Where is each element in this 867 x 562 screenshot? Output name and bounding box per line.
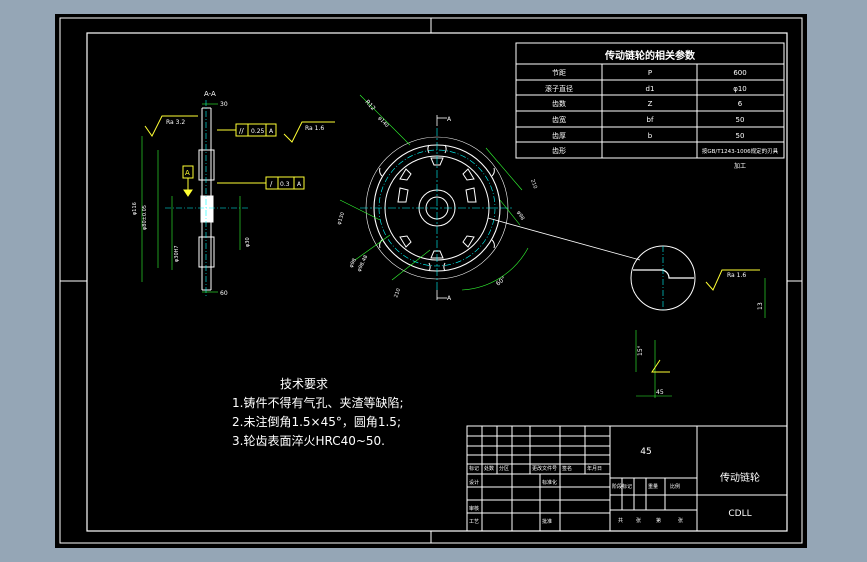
param-symbol: b <box>648 132 653 140</box>
tb-sheet: 共 <box>618 517 623 524</box>
param-symbol: P <box>648 69 652 77</box>
detail-leader <box>487 217 641 261</box>
title-block <box>466 425 788 532</box>
dim-root-dia: φ98 <box>348 258 358 269</box>
datum-symbol <box>182 165 194 197</box>
tol-parallel-value: 0.25 <box>251 128 265 135</box>
detail-depth: 13 <box>757 302 764 310</box>
tb-header: 标记 <box>469 465 479 472</box>
param-name: 节距 <box>552 69 566 77</box>
param-value: 6 <box>738 100 743 108</box>
param-rows: 节距 P 600 滚子直径 d1 φ10 齿数 Z 6 齿宽 bf 50 齿厚 … <box>545 69 779 155</box>
param-value: 50 <box>736 132 745 140</box>
dim-tip-radius: R12 <box>364 99 377 113</box>
dim-root-right: φ98 <box>515 210 525 221</box>
param-table-title: 传动链轮的相关参数 <box>604 49 696 62</box>
detail-angle: 15° <box>637 345 644 356</box>
tb-standardize: 标准化 <box>542 479 557 486</box>
dim-outer-dia: φ116 <box>132 202 138 215</box>
tb-sheet: 第 <box>656 517 661 524</box>
tb-process: 工艺 <box>469 519 479 525</box>
tb-review: 审核 <box>469 505 479 512</box>
dim-chord-left: 210 <box>393 288 402 299</box>
tolerance-frame-runout <box>217 176 305 190</box>
dim-angle: 60° <box>495 275 508 287</box>
section-mark-bottom: A <box>447 295 452 302</box>
drawing-code: CDLL <box>728 509 751 519</box>
roughness-right-label: Ra 1.6 <box>305 125 324 132</box>
dim-tip-dia: φ140 <box>377 115 390 129</box>
technical-requirements: 技术要求 1.铸件不得有气孔、夹渣等缺陷; 2.未注倒角1.5×45°，圆角1.… <box>232 375 404 451</box>
param-name: 齿形 <box>552 147 566 155</box>
param-name: 滚子直径 <box>545 84 573 93</box>
title-block-headers: 标记 处数 分区 更改文件号 签名 年月日 设计 标准化 审核 工艺 批准 阶段… <box>469 465 683 525</box>
tol-runout-value: 0.3 <box>280 181 290 188</box>
section-mark-top: A <box>447 116 452 123</box>
roughness-symbol-right <box>283 121 335 143</box>
inner-frame <box>86 32 788 532</box>
material-value: 45 <box>640 447 651 457</box>
tb-scale: 比例 <box>670 483 680 490</box>
section-view <box>198 107 215 291</box>
dim-shaft-dia: φ30 <box>245 237 251 247</box>
tech-req-item: 2.未注倒角1.5×45°，圆角1.5; <box>232 415 401 429</box>
param-value: φ10 <box>733 85 747 93</box>
tb-header: 更改文件号 <box>532 465 557 472</box>
param-table <box>515 42 785 159</box>
tol-parallel-symbol: // <box>239 127 244 135</box>
tolerance-frame-parallel <box>217 123 277 137</box>
tech-req-item: 1.铸件不得有气孔、夹渣等缺陷; <box>232 396 404 410</box>
param-symbol: Z <box>648 100 653 108</box>
dim-bottom-width: 60 <box>220 290 228 297</box>
param-name: 齿宽 <box>552 115 566 124</box>
param-value: 50 <box>736 116 745 124</box>
sprocket-front-view <box>360 115 514 300</box>
param-symbol: bf <box>647 116 654 124</box>
param-name: 齿数 <box>552 99 566 108</box>
roughness-face-label: Ra 3.2 <box>166 119 185 126</box>
dim-pitch-dia: φ98.48 <box>356 254 369 273</box>
tb-weight: 重量 <box>648 483 658 490</box>
tol-parallel-datum: A <box>269 128 274 135</box>
section-centerline <box>165 100 250 298</box>
dim-top-width: 30 <box>220 101 228 108</box>
detail-view <box>630 245 766 398</box>
tb-header: 签名 <box>562 465 572 472</box>
tol-runout-datum: A <box>297 181 302 188</box>
tb-stage: 阶段标记 <box>612 483 632 490</box>
tech-req-title: 技术要求 <box>280 377 329 391</box>
detail-roughness: Ra 1.6 <box>727 272 746 279</box>
detail-width: 45 <box>656 389 664 396</box>
tb-sheet: 张 <box>636 517 641 524</box>
param-symbol: d1 <box>646 85 655 93</box>
tech-req-item: 3.轮齿表面淬火HRC40~50. <box>232 434 386 448</box>
dim-hub-dia: φ80±0.05 <box>142 205 148 230</box>
section-dims <box>141 103 241 293</box>
tol-runout-symbol: / <box>270 180 273 188</box>
param-table-note: 加工 <box>734 162 746 170</box>
tb-approve: 批准 <box>542 518 552 525</box>
tb-header: 处数 <box>484 465 494 472</box>
center-marks <box>60 18 802 543</box>
tb-header: 年月日 <box>587 465 602 472</box>
section-label: A-A <box>204 90 216 98</box>
part-name: 传动链轮 <box>720 471 760 484</box>
outer-frame <box>59 17 803 544</box>
param-value: 按GB/T1243-1006规定的刃具 <box>702 147 779 155</box>
dim-bore-dia: φ30H7 <box>174 245 180 262</box>
front-dims <box>339 94 529 291</box>
dim-chord-right: 210 <box>529 179 538 190</box>
param-name: 齿厚 <box>552 132 566 140</box>
drawing-sheet <box>55 14 807 548</box>
tb-header: 分区 <box>499 465 509 472</box>
roughness-symbol-face <box>144 115 198 137</box>
datum-label: A <box>185 169 190 177</box>
param-value: 600 <box>733 69 746 77</box>
dim-dia-left: φ130 <box>336 212 346 226</box>
tb-design: 设计 <box>469 479 479 486</box>
tb-sheet: 张 <box>678 517 683 524</box>
